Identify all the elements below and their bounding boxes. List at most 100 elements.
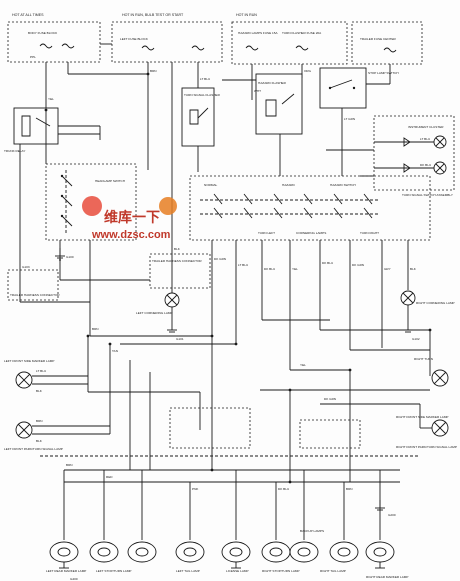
svg-text:YEL: YEL [292, 267, 298, 271]
switch-output-wires [211, 240, 409, 420]
instrument-cluster-box [373, 115, 455, 191]
turn-left-label: TURN LEFT [258, 231, 275, 235]
right-front-park-label: RIGHT FRONT PARK/TURN SIGNAL LAMP [396, 445, 457, 449]
left-front-park-label: LEFT FRONT PARK/TURN SIGNAL LAMP [4, 447, 63, 451]
fuse-block-center [111, 21, 223, 63]
right-turn-ind-label: RIGHT TURN [414, 357, 433, 361]
left-cornering-lamp [164, 210, 180, 324]
g102-label: G102 [412, 337, 420, 341]
hazard-flasher-box [255, 73, 303, 135]
headlamp-switch-contacts [60, 170, 73, 234]
svg-text:YEL: YEL [300, 363, 306, 367]
turn-switch-box [189, 175, 431, 241]
svg-text:PNK: PNK [192, 487, 199, 491]
svg-text:BRN: BRN [150, 69, 157, 73]
rear-harness-lines [40, 370, 420, 540]
trailer-mid-connector [149, 253, 211, 289]
right-cornering-lamp [400, 290, 416, 324]
svg-text:BRN: BRN [36, 419, 43, 423]
svg-text:LT BLU: LT BLU [420, 137, 430, 141]
right-tail-label: RIGHT TAIL LAMP [320, 569, 346, 573]
svg-text:BLK: BLK [36, 389, 43, 393]
trailer-rear-connector [169, 407, 251, 449]
svg-text:ORG: ORG [304, 69, 312, 73]
wire-color-labels: PPL BRN LT BLU WHT ORG LT GRN YEL BLK DK… [30, 55, 431, 491]
stop-lamp-switch-label: STOP LAMP SWITCH [368, 71, 399, 75]
harness-lines-mid [20, 290, 430, 470]
fuse-turn-label: TURN FLASHER FUSE 20A [282, 31, 322, 35]
svg-text:RED: RED [106, 475, 113, 479]
headlamp-switch-box [45, 163, 137, 241]
hazard-switch-label: HAZARD SWITCH [330, 183, 356, 187]
svg-text:GRY: GRY [384, 267, 391, 271]
hot-run-label: HOT IN RUN, BULB TEST OR START [122, 13, 184, 17]
backup-label: BACKUP LAMPS [300, 529, 324, 533]
fuse-center-box [351, 21, 423, 65]
fuse-center-label: TRAILER FUSE CENTER [360, 37, 397, 41]
watermark-zh: 维库一下 [104, 209, 160, 226]
svg-text:DK BLU: DK BLU [278, 487, 289, 491]
turn-switch-contacts [200, 193, 380, 219]
instrument-cluster-label: INSTRUMENT CLUSTER [408, 125, 444, 129]
svg-text:LT GRN: LT GRN [344, 117, 355, 121]
left-stop-label: LEFT STOP/TURN LAMP [96, 569, 131, 573]
junction-dots [44, 72, 432, 484]
g400-label: G400 [70, 577, 78, 581]
stop-lamp-switch-box [319, 67, 367, 109]
indicator-lamps [374, 135, 447, 175]
trailer-connector-label: TRAILER HARNESS CONNECTOR [10, 293, 60, 297]
trailer-mid-label: TRAILER HARNESS CONNECTOR [152, 259, 202, 263]
g103-label: G103 [22, 265, 30, 269]
cornering-label: CORNERING LAMPS [296, 231, 326, 235]
left-front-marker-lamp [15, 336, 89, 392]
turn-right-label: TURN RIGHT [360, 231, 379, 235]
svg-text:BRN: BRN [346, 487, 353, 491]
hazard-flasher-label: HAZARD FLASHER [258, 81, 287, 85]
fuse-block-left [7, 21, 101, 63]
fuse-block-right [231, 21, 348, 65]
svg-text:BLK: BLK [36, 439, 43, 443]
svg-text:LT BLU: LT BLU [238, 263, 248, 267]
turn-switch-label: TURN SIGNAL SWITCH ASSEMBLY [402, 193, 453, 197]
svg-text:PPL: PPL [30, 55, 36, 59]
svg-text:DK BLU: DK BLU [264, 267, 275, 271]
svg-text:LT BLU: LT BLU [200, 77, 210, 81]
watermark: 维库一下 www.dzsc.com [82, 196, 177, 241]
left-tail-label: LEFT TAIL LAMP [176, 569, 200, 573]
watermark-logo-icon [82, 196, 102, 216]
trailer-connector-left [7, 269, 59, 301]
fuse-hazard-label: HAZARD LAMPS FUSE 15A [238, 31, 278, 35]
trunk-relay-box [13, 107, 59, 145]
svg-text:BLK: BLK [410, 267, 417, 271]
right-front-marker-label: RIGHT FRONT SIDE MARKER LAMP [396, 415, 449, 419]
hot-run2-label: HOT IN RUN [236, 13, 257, 17]
ground-g100 [55, 248, 65, 261]
right-corner-label: RIGHT CORNERING LAMP [416, 301, 455, 305]
fuse-left-label: LEFT FUSE BLOCK [120, 37, 149, 41]
svg-text:DK GRN: DK GRN [352, 263, 364, 267]
rear-lamps [49, 541, 395, 563]
normal-label: NORMAL [204, 183, 218, 187]
svg-text:YEL: YEL [48, 97, 54, 101]
svg-text:LT BLU: LT BLU [36, 369, 46, 373]
watermark-url: www.dzsc.com [91, 229, 171, 241]
turn-flasher-label: TURN SIGNAL FLASHER [184, 93, 221, 97]
headlamp-switch-label: HEADLAMP SWITCH [95, 179, 125, 183]
svg-text:DK GRN: DK GRN [214, 257, 226, 261]
feed-wires [45, 43, 391, 210]
left-front-marker-label: LEFT FRONT SIDE MARKER LAMP [4, 359, 54, 363]
g200-label: G200 [388, 513, 396, 517]
g101-label: G101 [176, 337, 184, 341]
trunk-lid-connector [299, 419, 361, 449]
right-stop-label: RIGHT STOP/TURN LAMP [262, 569, 300, 573]
right-front-marker-lamp [429, 330, 449, 387]
ground-symbols-bottom [59, 562, 385, 569]
right-rear-marker-label: RIGHT REAR MARKER LAMP [366, 575, 408, 579]
right-front-park-lamp [419, 404, 449, 437]
left-corner-label: LEFT CORNERING LAMP [136, 311, 173, 315]
svg-text:BRN: BRN [92, 327, 99, 331]
svg-text:WHT: WHT [254, 89, 261, 93]
svg-text:BLK: BLK [174, 247, 181, 251]
hazard-label: HAZARD [282, 183, 295, 187]
